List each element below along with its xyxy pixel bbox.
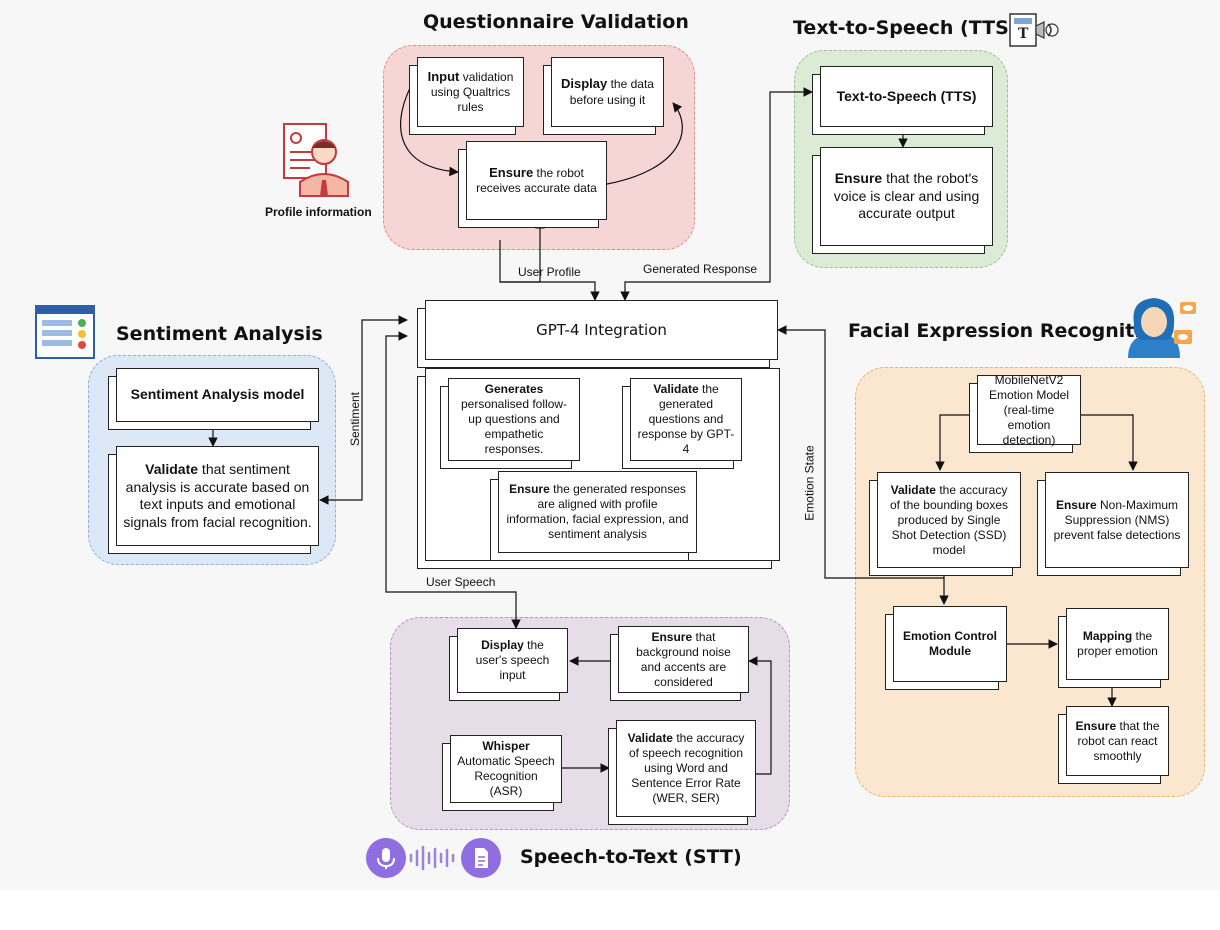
edge-generated-response xyxy=(620,87,813,301)
sa-validate-box: Validate that sentiment analysis is accu… xyxy=(116,446,319,546)
label-emotion-state: Emotion State xyxy=(802,445,817,521)
stt-noise-box: Ensure that background noise and accents… xyxy=(618,626,749,693)
edge-mobilenet-to-nms xyxy=(1080,414,1138,471)
label-user-profile: User Profile xyxy=(518,265,581,279)
svg-text:T: T xyxy=(1018,26,1029,42)
microphone-icon xyxy=(366,838,406,878)
q-ensure-box: Ensure the robot receives accurate data xyxy=(466,141,607,220)
fe-react-box: Ensure that the robot can react smoothly xyxy=(1066,706,1169,776)
fe-nms-box: Ensure Non-Maximum Suppression (NMS) pre… xyxy=(1045,472,1189,568)
document-icon xyxy=(461,838,501,878)
facial-title: Facial Expression Recognition xyxy=(848,320,1168,342)
edge-emotion-state xyxy=(777,325,944,579)
gpt-title-box: GPT-4 Integration xyxy=(425,300,778,360)
gpt-ensure-box: Ensure the generated responses are align… xyxy=(498,471,697,553)
tts-ensure-box: Ensure that the robot's voice is clear a… xyxy=(820,147,993,246)
stt-display-box: Display the user's speech input xyxy=(457,628,568,693)
gpt-validate-box: Validate the generated questions and res… xyxy=(630,378,742,461)
fe-ecm-box: Emotion Control Module xyxy=(893,606,1007,682)
tts-title: Text-to-Speech (TTS) xyxy=(793,17,1018,39)
fe-validate-box: Validate the accuracy of the bounding bo… xyxy=(877,472,1021,568)
edge-mobilenet-to-validate xyxy=(935,414,970,471)
tts-main-box: Text-to-Speech (TTS) xyxy=(820,66,993,127)
sa-model-box: Sentiment Analysis model xyxy=(116,368,319,422)
edge-sentiment xyxy=(319,315,408,505)
facial-recognition-avatar-icon xyxy=(1128,298,1196,358)
label-generated-response: Generated Response xyxy=(643,262,758,276)
q-display-box: Display the data before using it xyxy=(551,57,664,127)
questionnaire-title: Questionnaire Validation xyxy=(423,11,689,33)
tts-document-speaker-icon: T xyxy=(1009,13,1059,47)
label-sentiment: Sentiment xyxy=(348,391,363,447)
sentiment-title: Sentiment Analysis xyxy=(116,323,323,345)
edge-input-to-ensure xyxy=(400,87,459,177)
edge-validate-to-noise xyxy=(748,656,772,775)
fe-mobilenet-box: MobileNetV2 Emotion Model (real-time emo… xyxy=(977,373,1081,447)
diagram-canvas: Questionnaire Validation Text-to-Speech … xyxy=(35,11,1205,878)
profile-label: Profile information xyxy=(265,205,372,219)
stt-title: Speech-to-Text (STT) xyxy=(520,846,742,868)
stt-validate-box: Validate the accuracy of speech recognit… xyxy=(616,720,756,817)
fe-mapping-box: Mapping the proper emotion xyxy=(1066,608,1169,680)
profile-icon xyxy=(283,123,349,197)
sound-wave-icon xyxy=(409,845,455,871)
edge-user-speech xyxy=(385,331,521,629)
q-input-box: Input validation using Qualtrics rules xyxy=(417,57,524,127)
stt-whisper-box: Whisper Automatic Speech Recognition (AS… xyxy=(450,735,562,803)
sentiment-form-icon xyxy=(35,305,95,359)
label-user-speech: User Speech xyxy=(426,575,496,589)
